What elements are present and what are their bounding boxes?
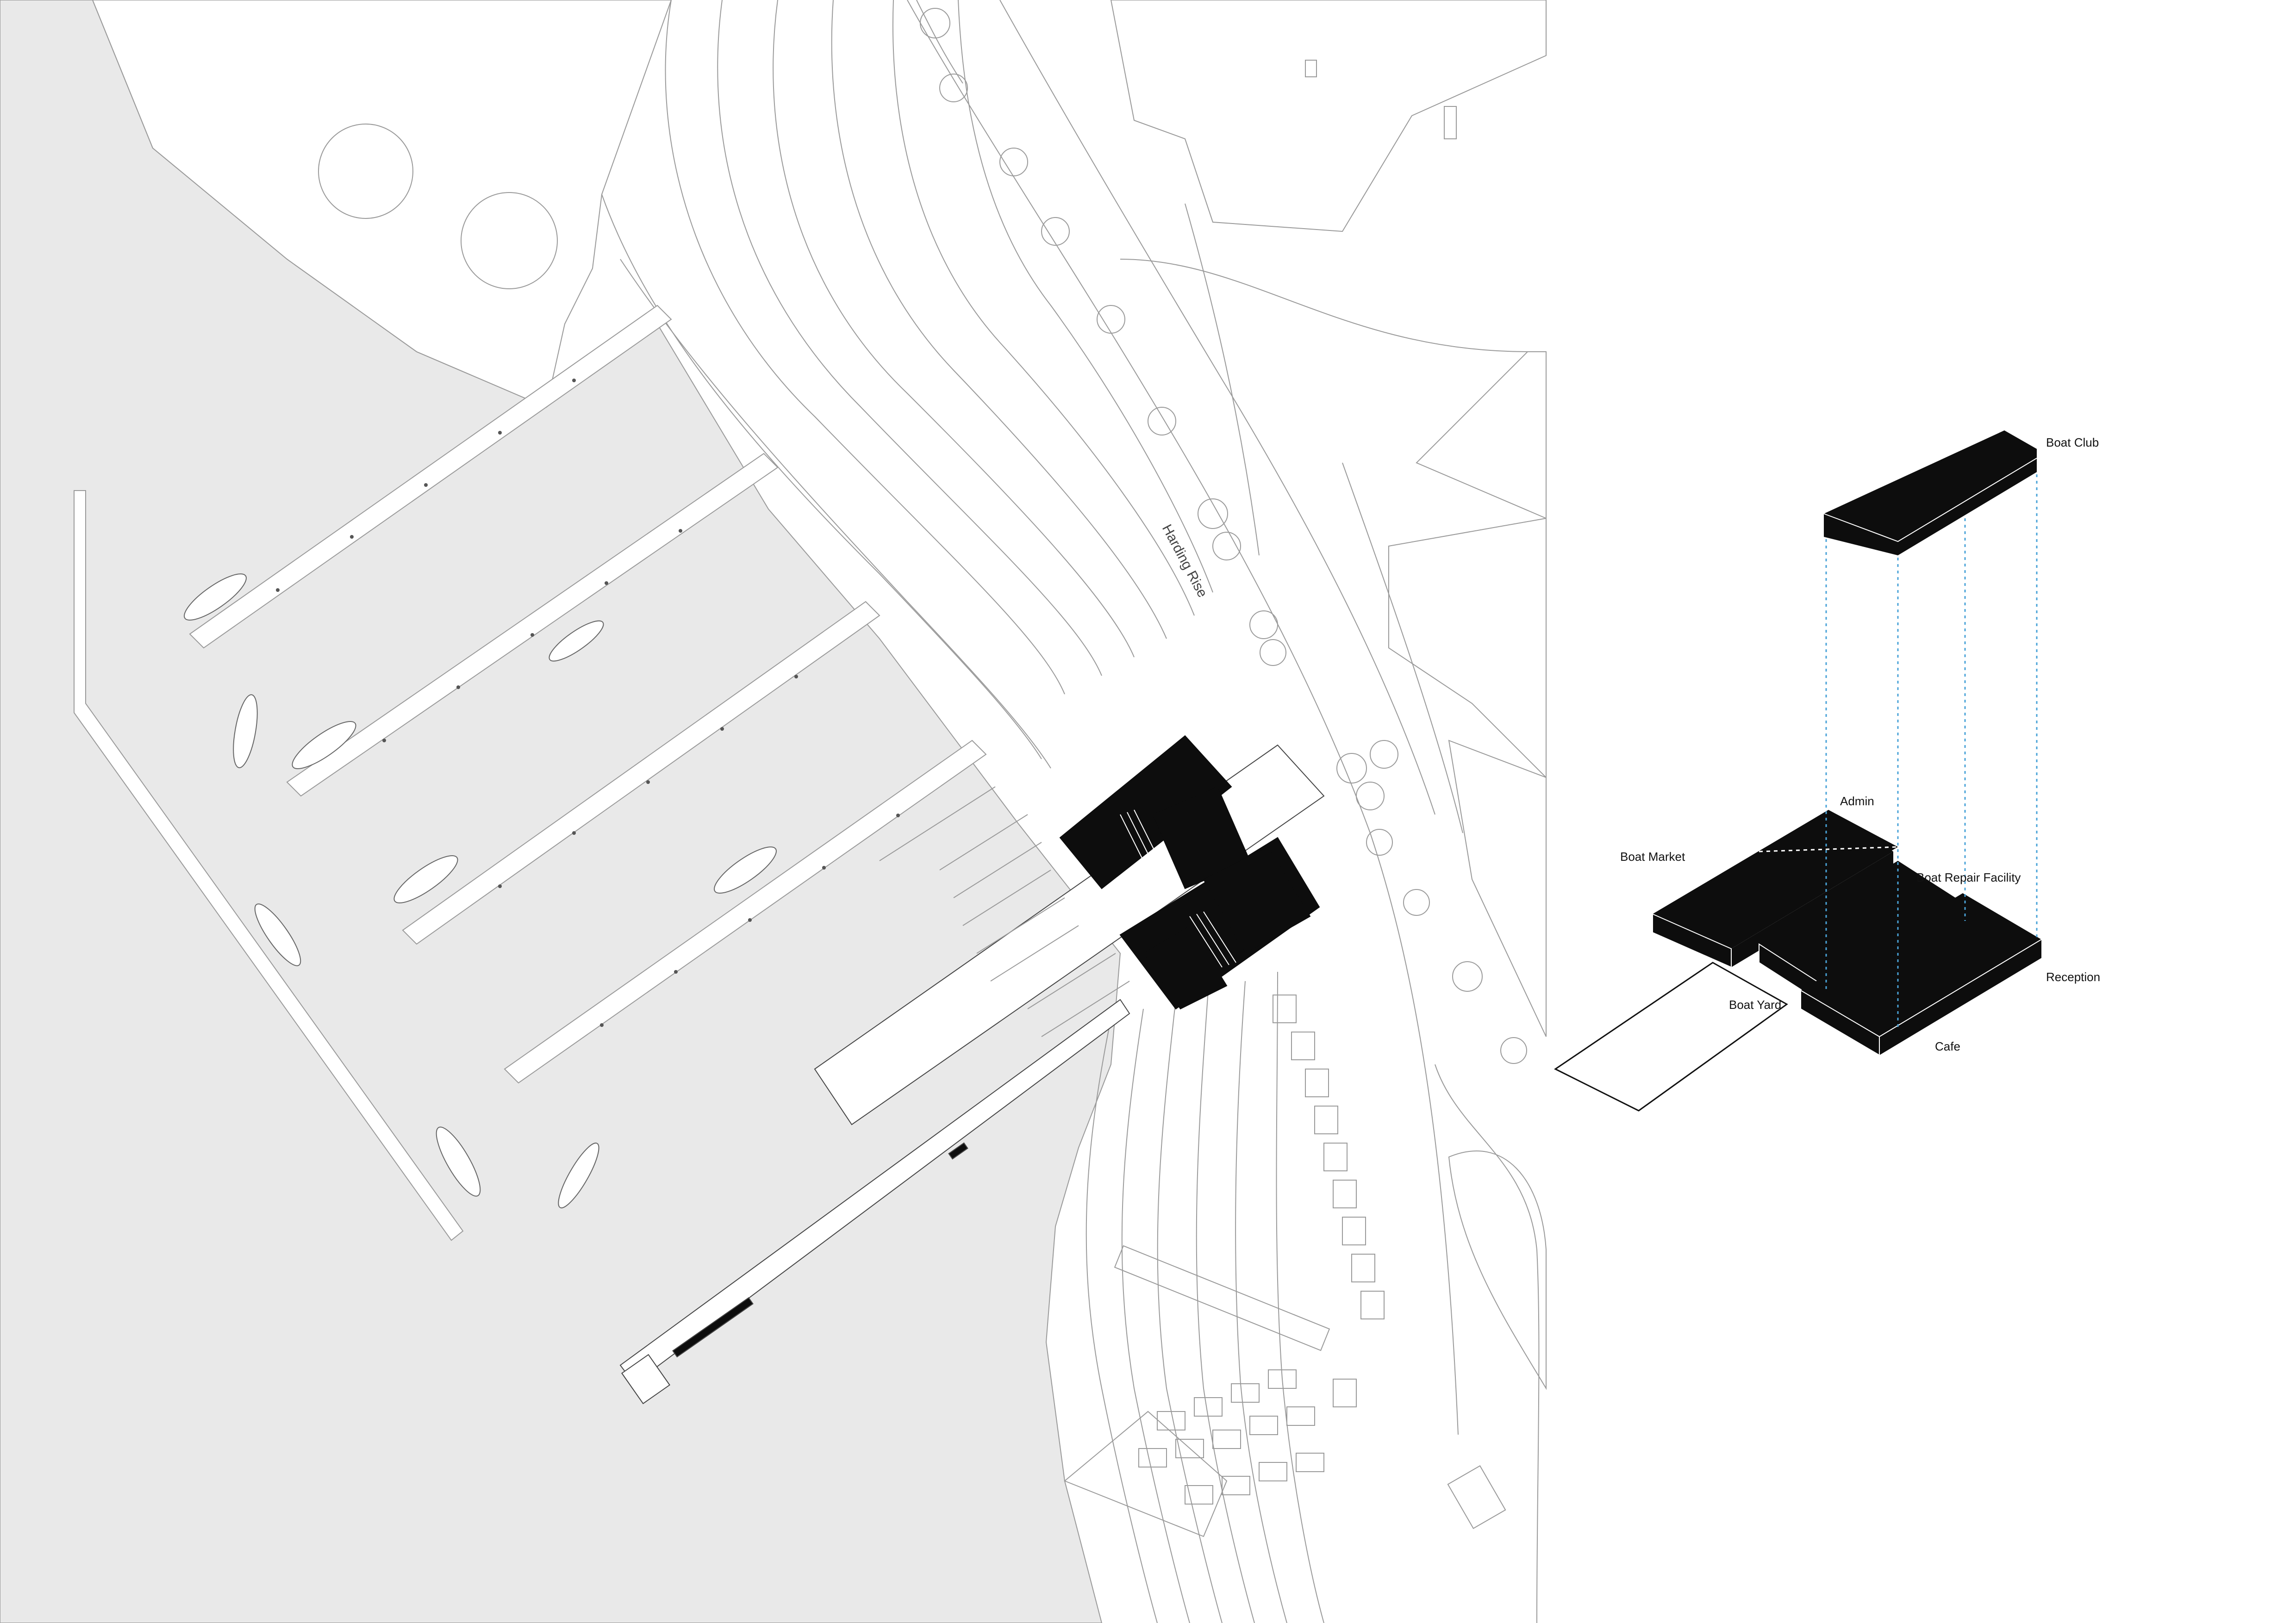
projection-lines [1825, 474, 2038, 1027]
boat-club-block [1823, 430, 2037, 555]
admin-block [1759, 810, 1898, 889]
pontoons [74, 305, 987, 1241]
boat-icon [393, 855, 458, 903]
label-cafe: Cafe [1935, 1039, 1960, 1053]
tank-2 [461, 192, 558, 289]
building-stair-lines [1120, 809, 1236, 968]
headland [92, 0, 672, 408]
axonometric-diagram: Boat Club Admin Boat Market Boat Repair … [1554, 430, 2100, 1112]
boat-icon [436, 1126, 481, 1197]
boat-icon [233, 694, 258, 768]
boat-icon [184, 573, 247, 621]
boat-icon [549, 620, 604, 662]
boat-icon [292, 721, 356, 769]
boat-icon [714, 846, 777, 894]
reception-cafe-block [1800, 893, 2042, 1056]
jetty-fingers [879, 786, 1130, 1037]
label-boat-yard: Boat Yard [1729, 998, 1781, 1012]
site-plan: Harding Rise [0, 0, 1547, 1623]
car-park-cluster [1138, 1369, 1357, 1505]
building-block [1059, 735, 1232, 889]
boat-icon [254, 903, 301, 966]
axonometric-labels: Boat Club Admin Boat Market Boat Repair … [1620, 435, 2100, 1053]
label-reception: Reception [2046, 970, 2100, 984]
parking-bays [1064, 995, 1385, 1537]
building-block [1203, 846, 1311, 954]
boat-icon [558, 1143, 599, 1208]
label-admin: Admin [1840, 794, 1874, 808]
street-trees [920, 8, 1527, 1064]
label-boat-market: Boat Market [1620, 850, 1685, 864]
building-block [1142, 925, 1228, 1010]
label-boat-club: Boat Club [2046, 435, 2099, 449]
harding-rise-road [907, 0, 1540, 1623]
boat-yard-outline [1554, 962, 1788, 1112]
pontoon-bollards [276, 379, 900, 1027]
tank-1 [318, 124, 413, 219]
label-boat-repair: Boat Repair Facility [1916, 871, 2021, 884]
contour-terraces [601, 0, 1324, 1623]
proposed-buildings [1059, 735, 1320, 1010]
context-buildings [1110, 0, 1547, 1529]
